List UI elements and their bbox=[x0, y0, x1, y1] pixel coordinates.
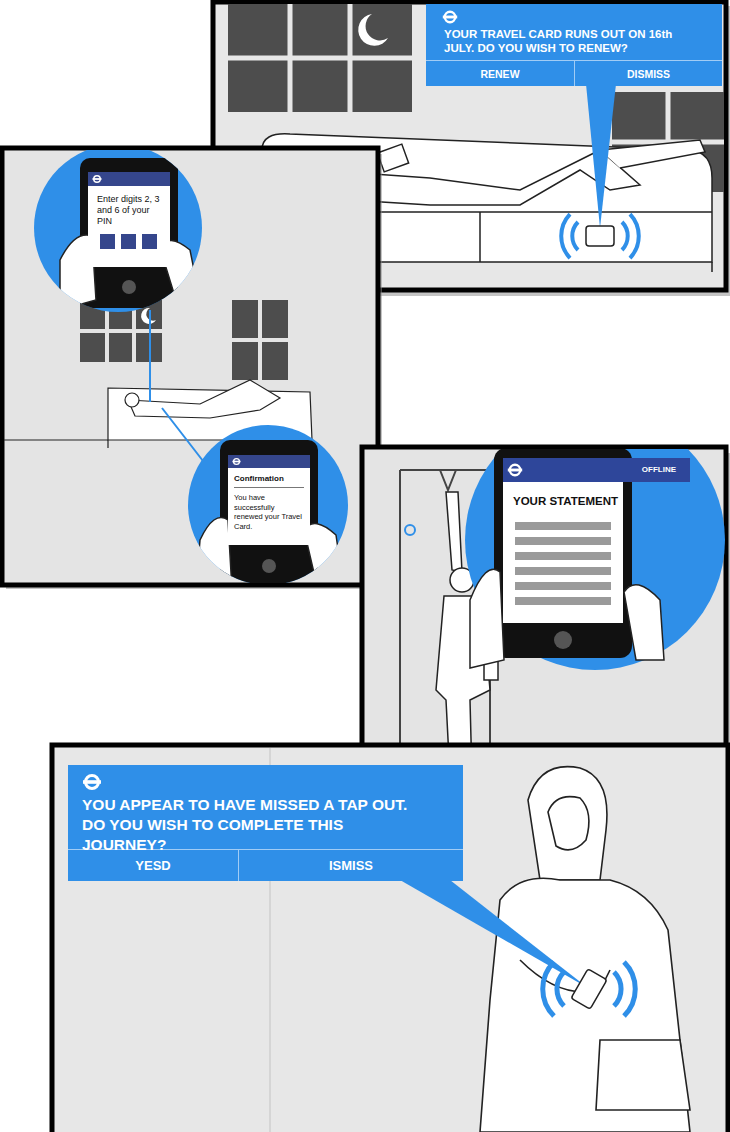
zoom-circle bbox=[465, 449, 725, 670]
face bbox=[548, 797, 589, 850]
roundel-logo bbox=[507, 462, 523, 478]
leader-line bbox=[150, 310, 210, 470]
roundel-logo bbox=[442, 9, 458, 25]
book bbox=[377, 144, 408, 172]
panel-3-art bbox=[400, 449, 725, 776]
roundel-bar bbox=[232, 461, 240, 463]
vibration-arcs bbox=[561, 214, 639, 258]
node-text: YOUR TRAVEL CARD RUNS OUT ON 16th JULY. … bbox=[444, 27, 684, 55]
statement-line bbox=[515, 582, 611, 590]
statement-line bbox=[515, 597, 611, 605]
thumb bbox=[624, 585, 664, 660]
pin-digit-box bbox=[121, 234, 136, 249]
phone-body bbox=[220, 440, 318, 583]
thumb bbox=[304, 524, 344, 583]
panel-frame bbox=[52, 745, 728, 1132]
coat bbox=[480, 878, 690, 1132]
statement-line bbox=[515, 552, 611, 560]
screen-header bbox=[228, 455, 310, 468]
window-pane bbox=[232, 300, 288, 380]
hand bbox=[470, 569, 504, 668]
node-text: YESD bbox=[135, 858, 170, 873]
vibration-icon bbox=[561, 214, 639, 258]
node-text: YOU APPEAR TO HAVE MISSED A TAP OUT. DO … bbox=[82, 795, 427, 855]
zoom-circle bbox=[34, 150, 202, 312]
phone-zoom bbox=[196, 440, 344, 583]
roundel-logo bbox=[232, 457, 241, 466]
window-frame bbox=[228, 4, 412, 112]
roundel-bar bbox=[443, 16, 457, 19]
roundel-logo bbox=[92, 174, 102, 184]
leg bbox=[600, 140, 705, 168]
pin-digit-box bbox=[142, 234, 157, 249]
statement-line bbox=[515, 537, 611, 545]
moon bbox=[358, 14, 388, 46]
phone-zoom bbox=[60, 158, 200, 310]
phone-button bbox=[554, 631, 572, 649]
raised-arm bbox=[446, 492, 462, 572]
phone-glyph bbox=[571, 969, 607, 1009]
roundel-bar bbox=[508, 469, 522, 472]
bag bbox=[596, 1040, 690, 1110]
divider-line bbox=[234, 487, 304, 488]
roundel-sign bbox=[405, 525, 415, 535]
callout-pointer bbox=[400, 880, 588, 988]
notification-box: YOUR TRAVEL CARD RUNS OUT ON 16th JULY. … bbox=[426, 4, 722, 86]
hand-strap bbox=[440, 470, 456, 490]
node-text: RENEW bbox=[480, 68, 519, 80]
vibration-arcs bbox=[543, 962, 636, 1016]
screen-heading: Confirmation bbox=[234, 474, 284, 484]
walking-person bbox=[480, 767, 690, 1132]
statement-line bbox=[515, 567, 611, 575]
window-pane bbox=[228, 4, 412, 112]
pin-digit-box bbox=[100, 234, 115, 249]
roundel-bar bbox=[93, 178, 102, 180]
moon bbox=[141, 308, 156, 324]
hair bbox=[528, 767, 607, 880]
panel-2-art bbox=[4, 150, 348, 583]
action-button: ISMISS bbox=[238, 849, 463, 881]
phone-glyph bbox=[586, 226, 614, 246]
hand bbox=[196, 518, 232, 584]
vibration-icon bbox=[543, 962, 636, 1016]
node-text: YOUR STATEMENT bbox=[513, 494, 621, 508]
phone-screen: Enter digits 2, 3 and 6 of your PIN bbox=[88, 172, 170, 267]
roundel-logo bbox=[82, 772, 102, 792]
phone-button bbox=[262, 559, 276, 573]
screen-header bbox=[88, 172, 170, 186]
node-text: DISMISS bbox=[627, 68, 670, 80]
phone-button bbox=[122, 280, 136, 294]
action-button: RENEW bbox=[426, 60, 574, 86]
phone-screen: OFFLINE YOUR STATEMENT bbox=[503, 458, 690, 623]
action-button: DISMISS bbox=[574, 60, 722, 86]
notification-box: YOU APPEAR TO HAVE MISSED A TAP OUT. DO … bbox=[68, 765, 463, 881]
node-text: You have successfully renewed your Trave… bbox=[234, 493, 304, 531]
action-button: YESD bbox=[68, 849, 238, 881]
node-text: Enter digits 2, 3 and 6 of your PIN bbox=[97, 194, 163, 227]
node-text: ISMISS bbox=[329, 858, 373, 873]
callout-pointer bbox=[586, 84, 616, 228]
node-text: OFFLINE bbox=[642, 465, 676, 475]
roundel-bar bbox=[83, 780, 101, 784]
head bbox=[125, 393, 139, 407]
phone-screen: ConfirmationYou have successfully renewe… bbox=[228, 455, 310, 545]
window-frame bbox=[232, 300, 288, 380]
statement-line bbox=[515, 522, 611, 530]
